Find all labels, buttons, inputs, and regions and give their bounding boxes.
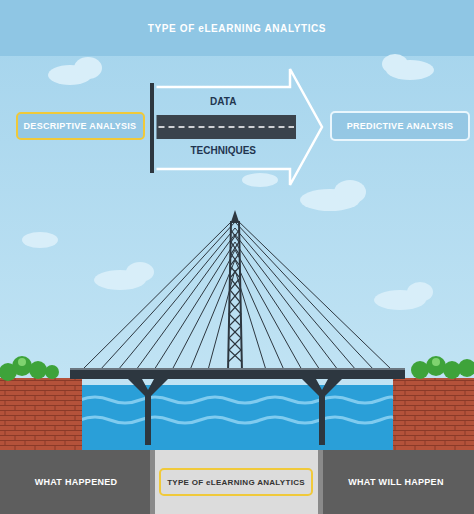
edge-label: DATA: [210, 96, 236, 107]
node-text: TYPE OF eLEARNING ANALYTICS: [167, 478, 305, 487]
timeline-label: WHAT HAPPENED: [11, 467, 141, 497]
road: [157, 115, 297, 139]
node-text: WHAT WILL HAPPEN: [348, 477, 443, 487]
analysis-box: DESCRIPTIVE ANALYSIS: [16, 112, 145, 140]
arrow-outline: [157, 69, 323, 185]
title-band: TYPE OF eLEARNING ANALYTICS: [0, 0, 474, 56]
timeline-label: WHAT WILL HAPPEN: [328, 467, 464, 497]
center-label-box: TYPE OF eLEARNING ANALYTICS: [159, 468, 313, 496]
node-text: DESCRIPTIVE ANALYSIS: [24, 121, 137, 131]
title-text: TYPE OF eLEARNING ANALYTICS: [148, 23, 326, 34]
arrow-caption: TECHNIQUES: [190, 145, 256, 156]
node-text: PREDICTIVE ANALYSIS: [347, 121, 454, 131]
analysis-box: PREDICTIVE ANALYSIS: [330, 111, 470, 141]
road-arrow: [157, 69, 323, 185]
node-text: WHAT HAPPENED: [35, 477, 118, 487]
road-dash: [159, 126, 295, 128]
